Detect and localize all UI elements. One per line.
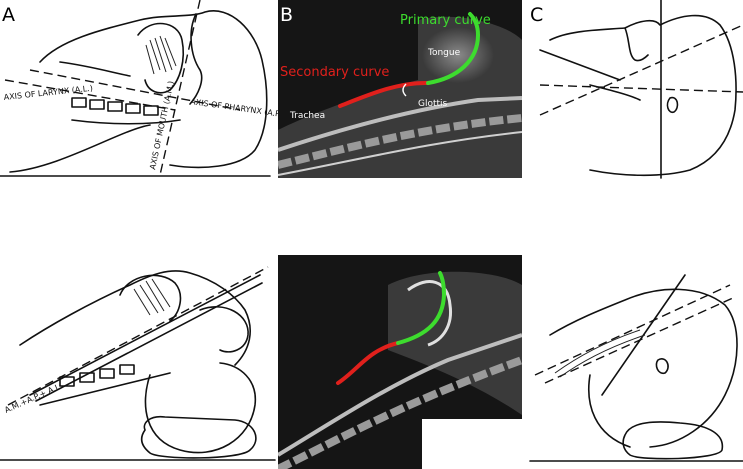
mri-neutral: Primary curve Secondary curve Tongue Glo… (278, 0, 522, 178)
axis-larynx-line (4, 79, 176, 111)
panel-a-label: A (2, 4, 15, 26)
axis-pharynx-line (29, 69, 241, 111)
mouth-axis-dashed (539, 24, 743, 116)
secondary-curve-label: Secondary curve (280, 65, 389, 80)
head-profile-neutral (539, 0, 743, 179)
axis-combined-label: A.M.+A.P.+ A.L. (3, 381, 63, 414)
glottis-label: Glottis (418, 99, 448, 109)
panel-c-bottom-sketch (529, 255, 743, 469)
white-corner-block (422, 419, 522, 469)
glottis-arrow (402, 83, 407, 97)
aligned-axis-dashed-1 (534, 284, 731, 376)
panel-b-top-mri: Primary curve Secondary curve Tongue Glo… (278, 0, 522, 178)
head-profile-sniffing (529, 274, 743, 462)
primary-curve-label: Primary curve (400, 13, 491, 28)
mri-sniffing (278, 255, 522, 469)
larynx-axis-dashed (539, 84, 743, 93)
primary-curve-line-sniffing (396, 271, 447, 345)
panel-c-label: C (530, 4, 544, 26)
secondary-curve-line-sniffing (336, 341, 400, 385)
secondary-curve-line (338, 80, 430, 108)
panel-a-top-sketch: A AXIS OF LARYNX (A.L.) AXIS OF PHARYNX … (0, 0, 285, 180)
panel-c-top-sketch: C (530, 0, 743, 180)
axis-larynx-label: AXIS OF LARYNX (A.L.) (3, 84, 93, 102)
primary-curve-line (426, 12, 481, 85)
head-sniffing-sketch: A.M.+A.P.+ A.L. (0, 266, 276, 461)
panel-b-label: B (280, 4, 294, 26)
panel-b-bottom-mri (278, 255, 522, 469)
axis-combined-line (7, 266, 269, 406)
panel-a-bottom-sketch: A.M.+A.P.+ A.L. (0, 255, 276, 469)
tongue-label: Tongue (427, 48, 461, 58)
head-neutral-sketch: AXIS OF LARYNX (A.L.) AXIS OF PHARYNX (A… (0, 0, 285, 177)
axis-pharynx-label: AXIS OF PHARYNX (A.P.) (190, 97, 285, 119)
aligned-axis-dashed-2 (544, 296, 736, 384)
trachea-label: Trachea (289, 111, 325, 121)
axis-mouth-line (159, 0, 201, 176)
